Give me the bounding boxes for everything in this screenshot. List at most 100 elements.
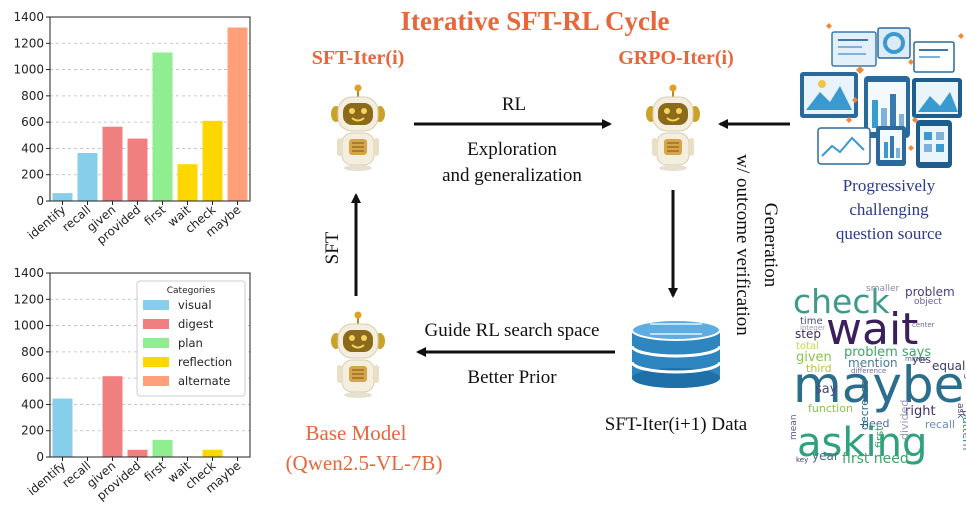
word-recall: recall [925, 418, 955, 431]
word-minus: minus [905, 355, 927, 363]
word-first-need: first need [842, 451, 909, 467]
base-model-label-line2: (Qwen2.5-VL-7B) [286, 451, 443, 475]
prior-label: Better Prior [467, 367, 557, 388]
bar-wait [177, 164, 198, 201]
word-time: time [800, 316, 823, 327]
word-total: total [796, 341, 819, 352]
word-given: given [796, 350, 832, 365]
word-object: object [914, 297, 942, 307]
word-looking: looking [963, 340, 966, 380]
data-label: SFT-Iter(i+1) Data [605, 414, 748, 435]
generation-label-line1: Generation [760, 203, 781, 288]
word-equal: equal [932, 359, 965, 373]
bar-given [102, 126, 123, 201]
exploration-label-line2: and generalization [442, 165, 582, 186]
y-tick-label: 1200 [13, 36, 44, 50]
word-say: say [815, 382, 838, 397]
bottom-chart-y-ticks: 0 200 400 600 800 1000 1200 1400 [13, 266, 50, 464]
word-need: need [862, 417, 890, 430]
legend-swatch-visual [143, 300, 169, 310]
word-difference: difference [851, 367, 886, 375]
top-chart-frame [49, 16, 251, 202]
word-integer: integer [800, 324, 825, 332]
rl-label: RL [502, 94, 526, 115]
word-yes: yes [912, 353, 931, 366]
sft-iter-label: SFT-Iter(i) [312, 47, 405, 69]
word-first: first [873, 426, 886, 448]
y-tick-label: 1200 [13, 292, 44, 306]
bar-first [152, 439, 173, 457]
grpo-iter-label: GRPO-Iter(i) [618, 47, 734, 69]
question-source-line3: question source [836, 224, 942, 243]
word-key: key [796, 456, 808, 464]
word-problem-says: problem says [844, 345, 931, 360]
y-tick-label: 1400 [13, 10, 44, 24]
bar-identify [52, 398, 73, 457]
word-ask: ask [955, 403, 965, 419]
grpo-iter-robot-icon [645, 83, 701, 172]
y-tick-label: 400 [21, 397, 44, 411]
sft-iter-robot-icon [330, 83, 386, 172]
x-tick-label: first [141, 202, 168, 228]
question-source-illustration [800, 23, 964, 168]
legend-entries: visual digest plan reflection alternate [143, 298, 232, 388]
legend-swatch-plan [143, 338, 169, 348]
y-tick-label: 200 [21, 424, 44, 438]
legend-swatch-digest [143, 319, 169, 329]
word-mention: mention [848, 356, 898, 370]
word-wait: wait [826, 304, 918, 355]
legend-label-alternate: alternate [178, 374, 230, 388]
base-model-robot-icon [330, 310, 386, 399]
legend-label-digest: digest [178, 317, 214, 331]
word-mean: mean [789, 414, 799, 440]
top-chart-bars [52, 27, 248, 202]
y-tick-label: 0 [36, 450, 44, 464]
word-maybe: maybe [793, 356, 964, 414]
question-source-line1: Progressively [843, 176, 936, 195]
word-right: right [905, 404, 936, 419]
bar-check [202, 120, 223, 201]
question-source-line2: challenging [849, 200, 929, 219]
word-decrease: decrease [858, 380, 871, 430]
generation-label-line2: w/ outcome verification [732, 154, 753, 336]
bottom-chart-frame [49, 272, 251, 458]
y-tick-label: 600 [21, 115, 44, 129]
word-asking: asking [797, 420, 927, 466]
sft-label: SFT [322, 231, 343, 264]
legend-swatch-reflection [143, 357, 169, 367]
legend-title: Categories [167, 286, 216, 296]
y-tick-label: 200 [21, 168, 44, 182]
y-tick-label: 1000 [13, 319, 44, 333]
chart-legend: Categories visual digest plan reflection alt… [136, 280, 246, 397]
bottom-chart-x-ticks: identifyrecallgivenprovidedfirstwaitchec… [25, 457, 243, 503]
bar-given [102, 376, 123, 457]
diagram-title: Iterative SFT-RL Cycle [401, 6, 670, 36]
bottom-chart-bars [52, 376, 223, 457]
word-step: step [795, 327, 821, 341]
word-third: third [806, 362, 832, 375]
y-tick-label: 1400 [13, 266, 44, 280]
legend-label-reflection: reflection [178, 355, 232, 369]
bar-check [202, 449, 223, 457]
legend-label-plan: plan [178, 336, 203, 350]
exploration-label-line1: Exploration [467, 139, 557, 160]
top-chart-x-ticks: identifyrecallgivenprovidedfirstwaitchec… [25, 201, 243, 247]
x-tick-label: first [141, 458, 168, 484]
y-tick-label: 800 [21, 345, 44, 359]
y-tick-label: 600 [21, 371, 44, 385]
bar-provided [127, 138, 148, 201]
legend-label-visual: visual [178, 298, 212, 312]
word-check: check [793, 282, 891, 321]
word-center: center [912, 321, 935, 329]
bar-identify [52, 193, 73, 201]
y-tick-label: 800 [21, 89, 44, 103]
bar-recall [77, 153, 98, 201]
bar-maybe [227, 27, 248, 202]
guide-label: Guide RL search space [425, 320, 600, 341]
base-model-label-line1: Base Model [306, 421, 407, 445]
word-year: year [812, 449, 839, 463]
word-smaller: smaller [866, 284, 900, 294]
